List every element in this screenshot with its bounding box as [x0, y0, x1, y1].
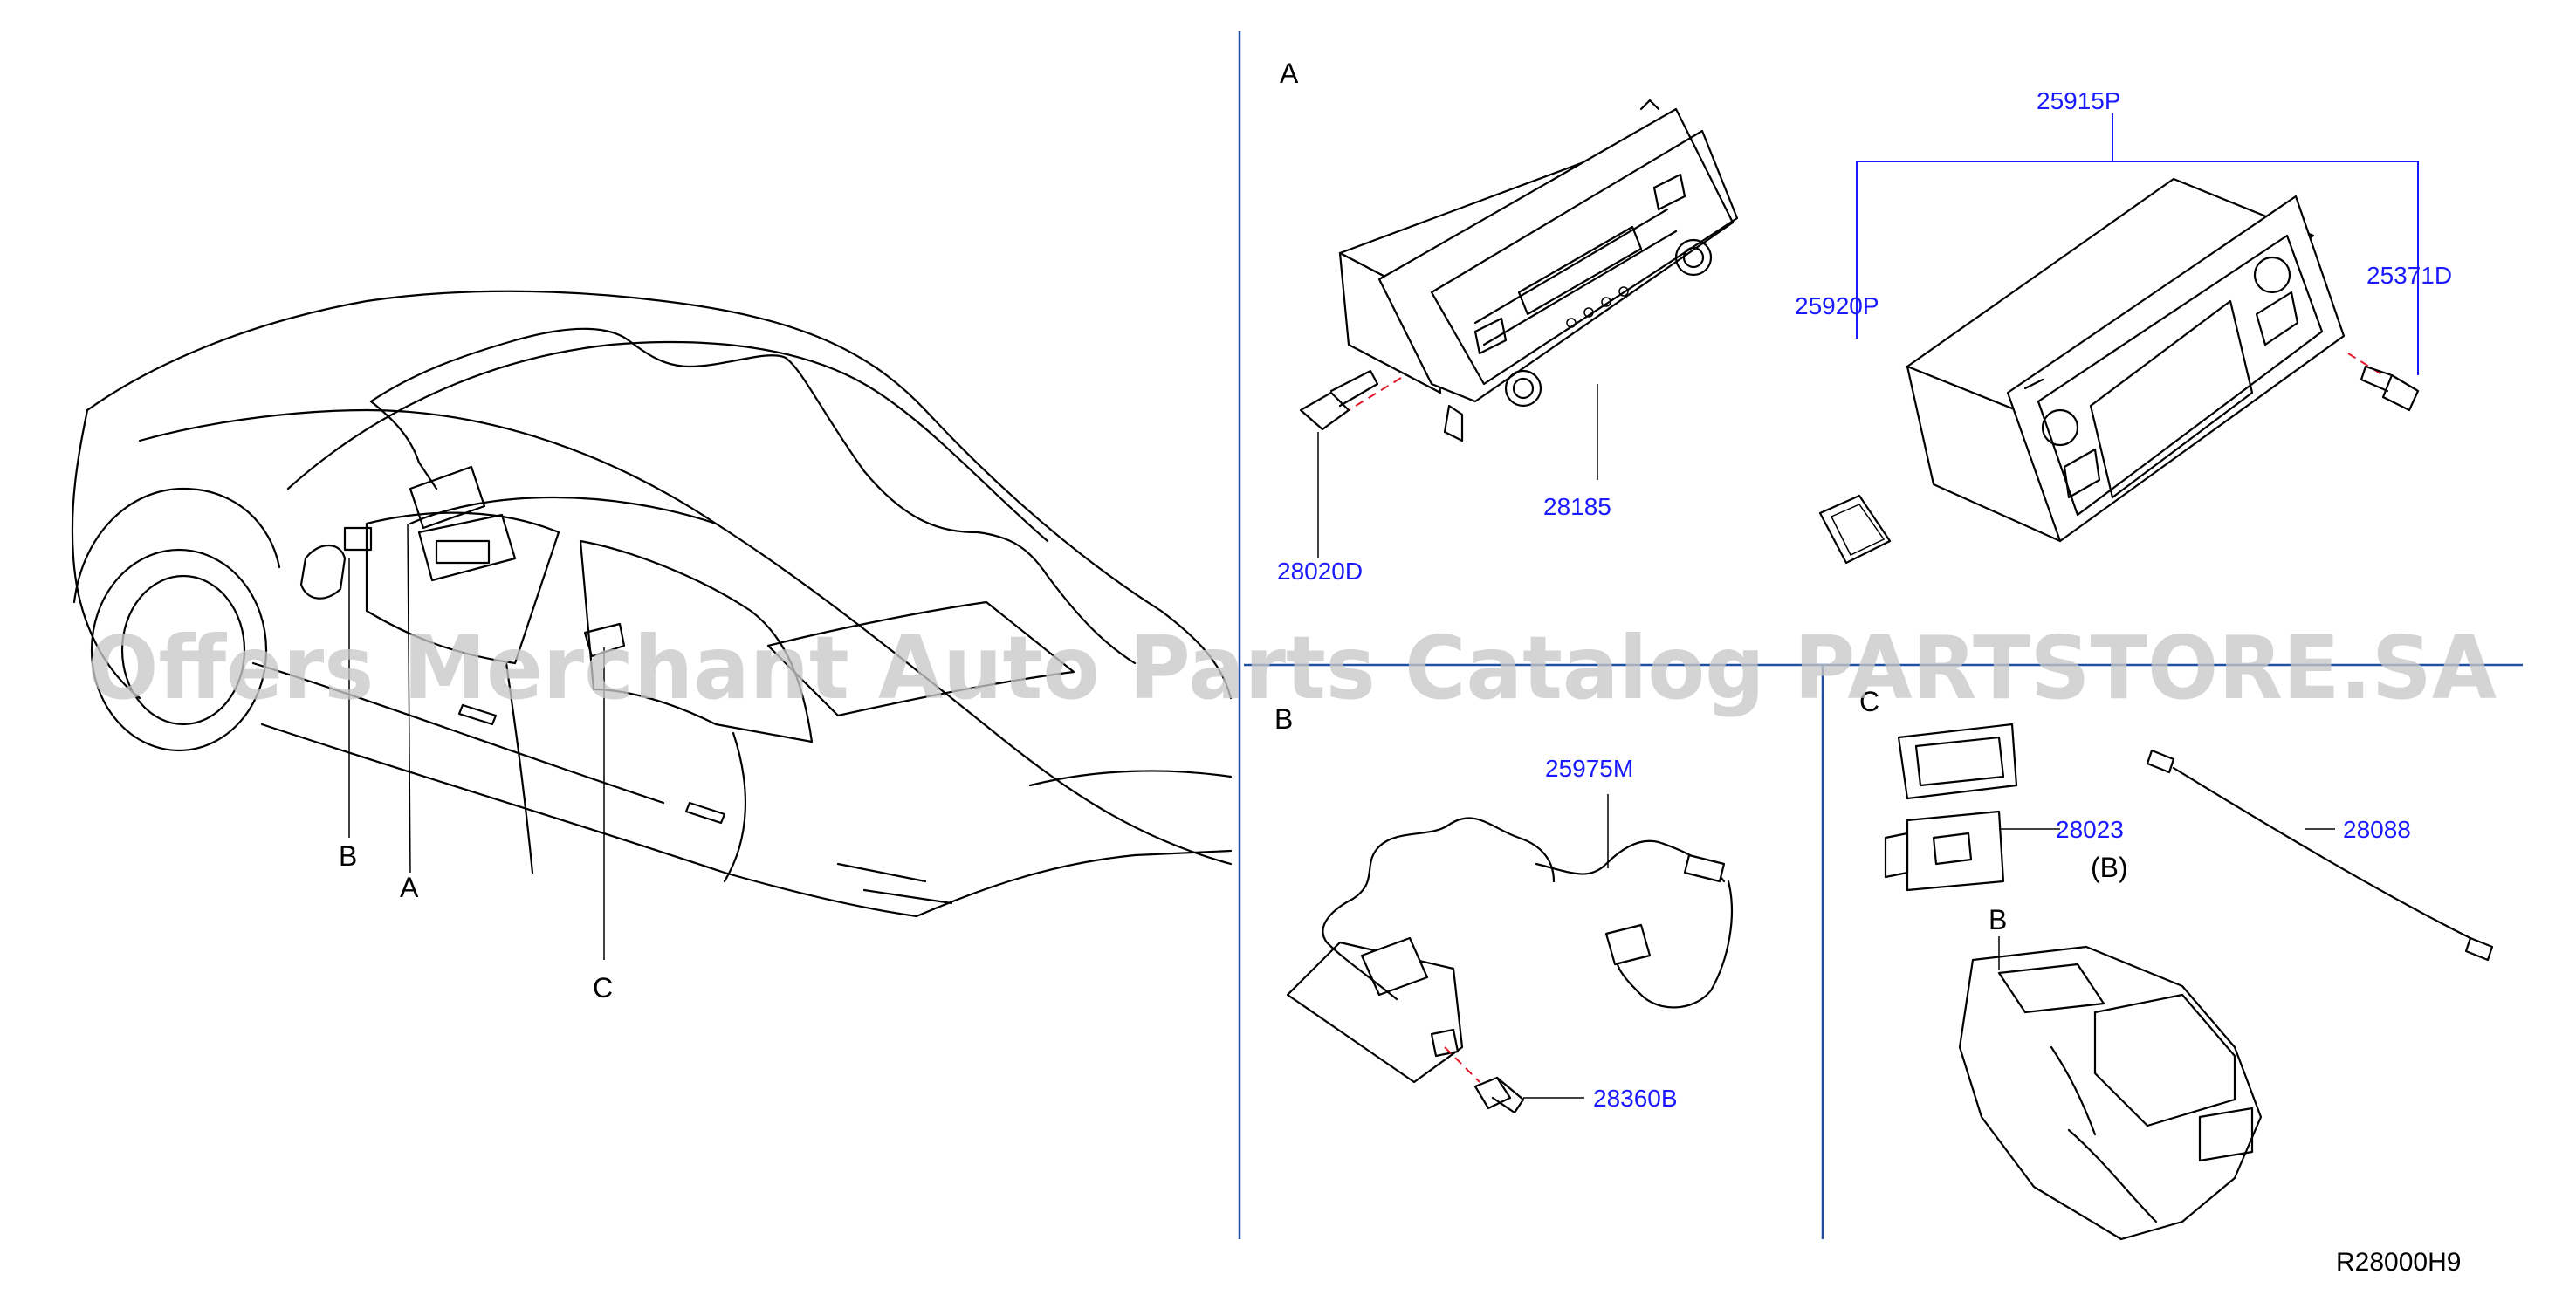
screw-28020D — [1299, 369, 1402, 558]
section-c-label: C — [1859, 686, 1879, 717]
usb-cable-28088 — [2146, 749, 2494, 962]
diagram-reference-code: R28000H9 — [2336, 1248, 2461, 1277]
part-number-28020D: 28020D — [1277, 558, 1363, 585]
callout-c-label: C — [593, 972, 613, 1004]
center-console-illustration — [1958, 936, 2263, 1241]
part-number-25371D: 25371D — [2366, 262, 2452, 289]
section-b-label: B — [1274, 703, 1293, 735]
audio-unit-28185 — [1338, 99, 1739, 480]
watermark-text: Offers Merchant Auto Parts Catalog PARTS… — [87, 617, 2497, 719]
part-number-28360B: 28360B — [1593, 1085, 1678, 1112]
vehicle-callouts: B A C — [339, 840, 613, 1004]
part-number-28023: 28023 — [2056, 816, 2124, 843]
usb-hub-28023 — [1884, 723, 2060, 892]
sd-card-25920P — [1818, 494, 1892, 565]
section-dividers — [1238, 31, 2523, 1239]
callout-a-label: A — [400, 872, 419, 903]
section-c-sub-label: (B) — [2091, 852, 2128, 883]
nav-unit-25915P — [1856, 113, 2419, 543]
antenna-harness-25975M — [1286, 794, 1734, 1084]
part-number-25975M: 25975M — [1545, 755, 1633, 782]
screw-25371D — [2347, 288, 2420, 412]
callout-b-label: B — [339, 840, 357, 872]
section-a-label: A — [1280, 58, 1299, 89]
part-number-28088: 28088 — [2343, 816, 2411, 843]
part-number-28185: 28185 — [1543, 493, 1611, 520]
part-number-25920P: 25920P — [1795, 292, 1879, 319]
screw-28360B — [1444, 1046, 1584, 1114]
console-b-label: B — [1989, 904, 2007, 935]
part-number-25915P: 25915P — [2037, 87, 2121, 114]
vehicle-overview-illustration — [71, 290, 1233, 960]
